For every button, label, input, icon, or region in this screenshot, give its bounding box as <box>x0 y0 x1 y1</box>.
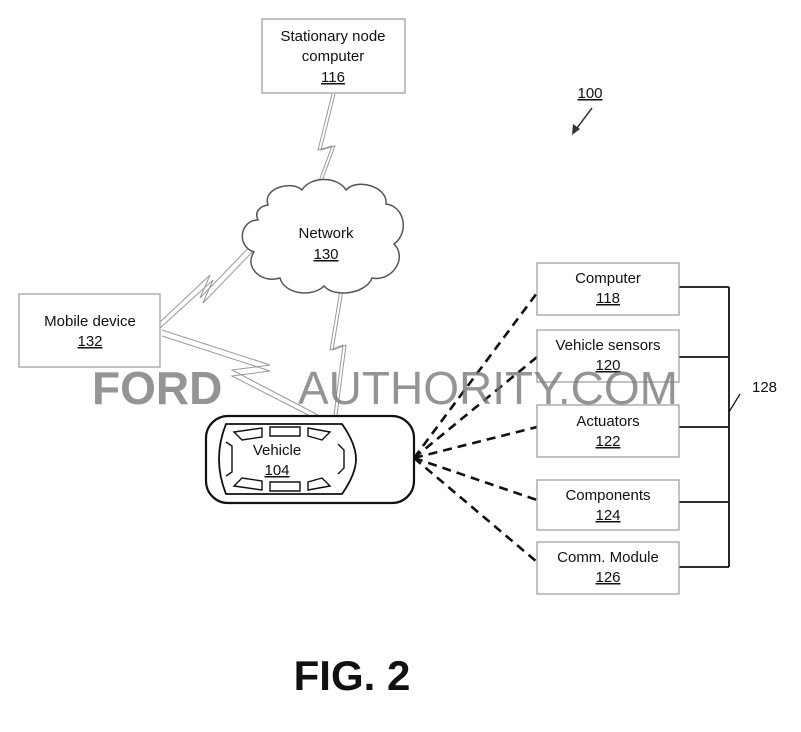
stationary-ref: 116 <box>321 69 345 86</box>
figure-reference: 100 <box>572 85 603 135</box>
link-vehicle-comm <box>414 458 537 562</box>
mobile-label: Mobile device <box>44 313 136 330</box>
vehicle-connections <box>414 293 537 562</box>
network-label: Network <box>298 225 354 242</box>
vehicle: Vehicle 104 <box>206 416 414 503</box>
actuators-ref: 122 <box>595 433 620 450</box>
bus-ref-128: 128 <box>752 379 777 396</box>
actuators-label: Actuators <box>576 413 639 430</box>
watermark-light: AUTHORITY.COM <box>298 362 678 414</box>
sensors-label: Vehicle sensors <box>555 337 660 354</box>
link-vehicle-components <box>414 458 537 500</box>
comm-label: Comm. Module <box>557 549 659 566</box>
computer-ref: 118 <box>596 290 620 307</box>
box-computer: Computer 118 <box>537 263 679 315</box>
watermark-bold: FORD <box>92 362 222 414</box>
box-comm-module: Comm. Module 126 <box>537 542 679 594</box>
comm-ref: 126 <box>595 569 620 586</box>
mobile-device: Mobile device 132 <box>19 294 160 367</box>
computer-label: Computer <box>575 270 641 287</box>
wireless-link-mobile-network <box>160 238 258 322</box>
mobile-ref: 132 <box>77 333 102 350</box>
stationary-label-line2: computer <box>302 48 365 65</box>
vehicle-ref: 104 <box>264 462 289 479</box>
wireless-link-mobile-network-2 <box>160 242 262 328</box>
bus-leader-line <box>729 394 740 412</box>
box-components: Components 124 <box>537 480 679 530</box>
reference-100: 100 <box>577 85 602 102</box>
figure-caption: FIG. 2 <box>294 652 411 699</box>
watermark: FORD AUTHORITY.COM <box>92 362 678 414</box>
stationary-label-line1: Stationary node <box>280 28 385 45</box>
network-cloud: Network 130 <box>242 180 403 293</box>
bus-128 <box>679 287 740 567</box>
vehicle-label: Vehicle <box>253 442 301 459</box>
components-label: Components <box>565 487 650 504</box>
components-ref: 124 <box>595 507 620 524</box>
network-ref: 130 <box>313 246 338 263</box>
stationary-node-computer: Stationary node computer 116 <box>262 19 405 93</box>
